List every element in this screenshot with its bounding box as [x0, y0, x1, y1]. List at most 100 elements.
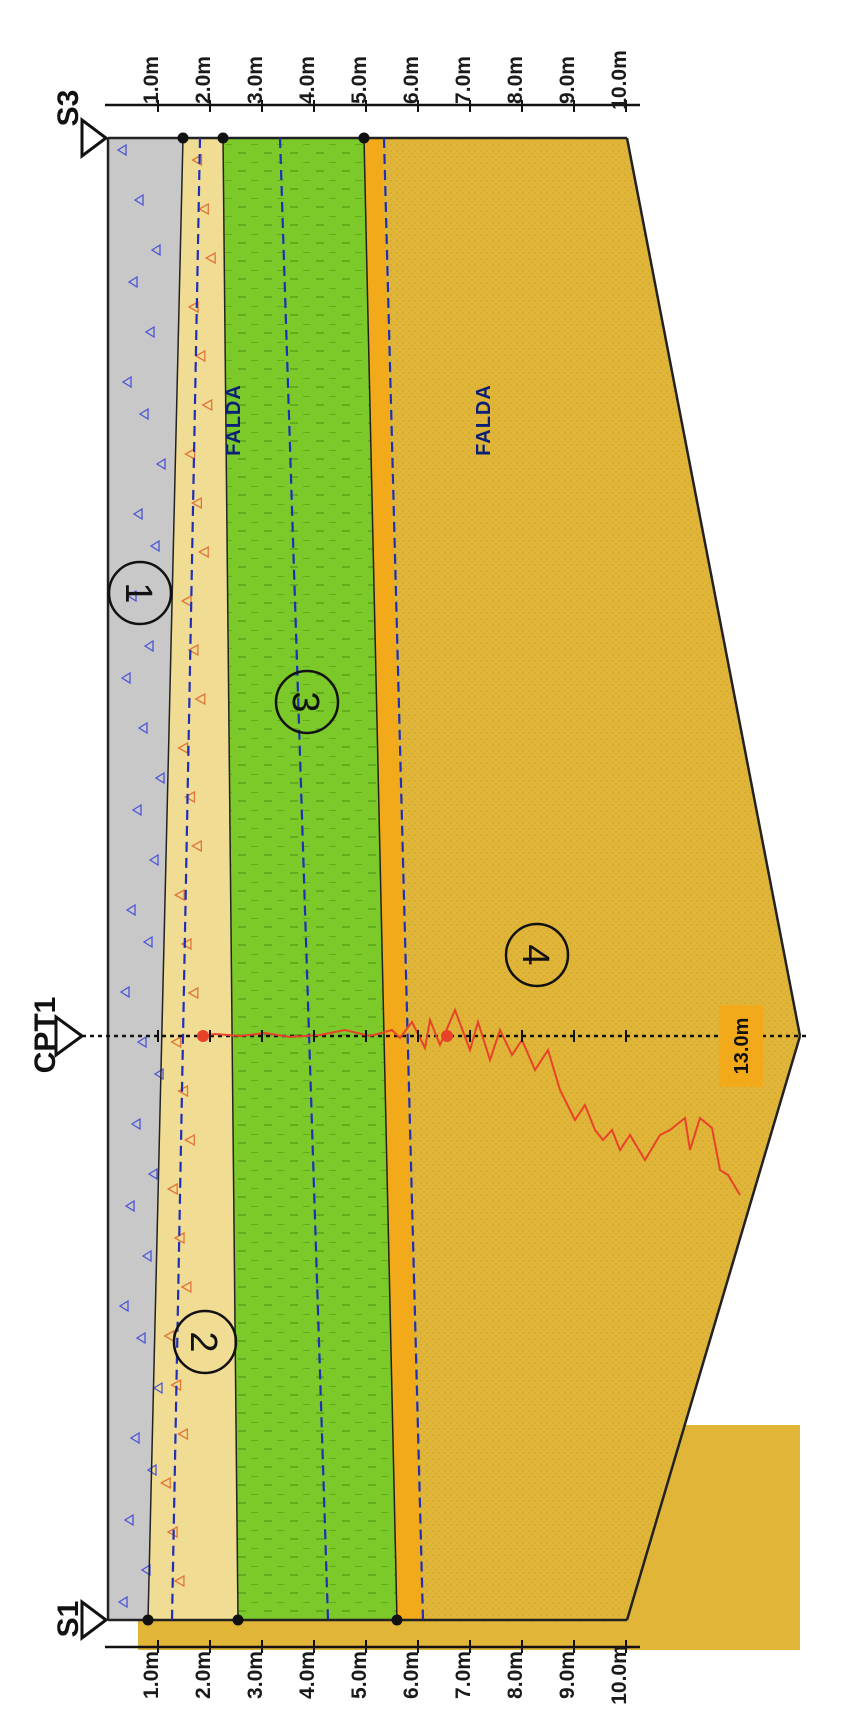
- clay-symbol: [197, 545, 209, 559]
- s3-tick-3: 3.0m: [244, 56, 267, 104]
- s1-tick-5: 5.0m: [348, 1651, 371, 1699]
- boundary-dot: [217, 132, 229, 144]
- gravel-symbol: [150, 243, 161, 257]
- gravel-symbol: [126, 589, 137, 603]
- water-line: [170, 137, 202, 1621]
- boundary-line: [222, 137, 239, 1621]
- borehole-s3-marker: [80, 117, 109, 159]
- gravel-symbol: [141, 1249, 152, 1263]
- clay-symbol: [173, 888, 185, 902]
- gravel-symbol: [116, 143, 127, 157]
- s3-tick-2: 2.0m: [192, 56, 215, 104]
- borehole-s3: S3: [52, 90, 109, 159]
- gravel-symbol: [152, 1381, 163, 1395]
- cpt-depth-value: 13.0m: [731, 1018, 753, 1075]
- s3-tick-4: 4.0m: [296, 56, 319, 104]
- s1-tick-10: 10.0m: [608, 1645, 631, 1705]
- gravel-symbol: [140, 1563, 151, 1577]
- gravel-symbol: [137, 721, 148, 735]
- clay-symbol: [177, 1427, 189, 1441]
- gravel-symbol: [155, 457, 166, 471]
- clay-symbol: [159, 1476, 171, 1490]
- clay-symbol: [166, 1182, 178, 1196]
- gravel-symbol: [118, 1299, 129, 1313]
- borehole-s1-marker: [80, 1599, 109, 1641]
- gravel-symbol: [123, 1513, 134, 1527]
- layer-1-marker: 1: [107, 560, 173, 626]
- boundary-dot: [232, 1614, 244, 1626]
- layer-symbols: [116, 143, 216, 1609]
- boundary-line: [363, 137, 398, 1621]
- gravel-symbol: [153, 1067, 164, 1081]
- clay-symbol: [187, 300, 199, 314]
- depth-axis-s1: 1.0m 2.0m 3.0m 4.0m 5.0m 6.0m 7.0m 8.0m …: [140, 1645, 631, 1705]
- layer-1-number: 1: [117, 582, 159, 603]
- gravel-symbol: [127, 275, 138, 289]
- clay-symbol: [183, 1133, 195, 1147]
- s3-tick-9: 9.0m: [556, 56, 579, 104]
- borehole-s3-label: S3: [52, 90, 85, 127]
- gravel-symbol: [121, 375, 132, 389]
- gravel-symbol: [136, 1035, 147, 1049]
- gravel-symbol: [149, 539, 160, 553]
- gravel-symbol: [125, 903, 136, 917]
- gravel-symbol: [147, 1167, 158, 1181]
- water-table-label-lower: FALDA: [473, 384, 495, 456]
- clay-symbol: [197, 202, 209, 216]
- gravel-symbol: [124, 1199, 135, 1213]
- sand-band: [364, 138, 422, 1620]
- s1-tick-9: 9.0m: [556, 1651, 579, 1699]
- boundary-dot: [358, 132, 370, 144]
- layer-3-number: 3: [284, 691, 326, 712]
- borehole-s1-label: S1: [52, 1601, 85, 1638]
- water-line: [278, 137, 330, 1621]
- gravel-symbol: [119, 985, 130, 999]
- cpt-marker-dot: [441, 1030, 453, 1042]
- layer-3-texture: [223, 138, 397, 1620]
- clay-symbol: [180, 937, 192, 951]
- clay-symbol: [180, 1280, 192, 1294]
- water-line: [382, 137, 425, 1621]
- s1-tick-6: 6.0m: [400, 1651, 423, 1699]
- gravel-symbol: [148, 853, 159, 867]
- s3-tick-5: 5.0m: [348, 56, 371, 104]
- gravel-symbol: [143, 639, 154, 653]
- borehole-s1: S1: [52, 1599, 109, 1641]
- gravel-symbol: [144, 325, 155, 339]
- boundary-dot: [177, 132, 189, 144]
- s1-tick-3: 3.0m: [244, 1651, 267, 1699]
- clay-symbol: [180, 594, 192, 608]
- clay-symbol: [187, 643, 199, 657]
- gravel-symbol: [132, 507, 143, 521]
- gravel-symbol: [120, 671, 131, 685]
- clay-symbol: [204, 251, 216, 265]
- gravel-symbol: [131, 803, 142, 817]
- gravel-symbol: [129, 1431, 140, 1445]
- boundary-dot: [142, 1614, 154, 1626]
- depth-axis-s3: 1.0m 2.0m 3.0m 4.0m 5.0m 6.0m 7.0m 8.0m …: [140, 50, 631, 110]
- layer-1-shape: [108, 138, 183, 1620]
- layer-4-texture: [380, 138, 800, 1620]
- s1-tick-8: 8.0m: [504, 1651, 527, 1699]
- s1-tick-2: 2.0m: [192, 1651, 215, 1699]
- borehole-cpt1: CPT1: [29, 997, 85, 1073]
- gravel-symbol: [117, 1595, 128, 1609]
- clay-symbol: [170, 1035, 182, 1049]
- layer-4-number: 4: [514, 944, 556, 965]
- s1-tick-7: 7.0m: [452, 1651, 475, 1699]
- s3-tick-1: 1.0m: [140, 56, 163, 104]
- clay-symbol: [173, 1574, 185, 1588]
- water-table-lines: [170, 137, 425, 1621]
- layer-2-marker: 2: [172, 1309, 238, 1375]
- s1-tick-4: 4.0m: [296, 1651, 319, 1699]
- clay-symbol: [201, 398, 213, 412]
- depth-axes: [105, 100, 640, 1653]
- borehole-cpt1-marker: [54, 1014, 85, 1058]
- clay-symbol: [194, 349, 206, 363]
- base-line-lower: [625, 1035, 802, 1621]
- cpt-marker-dot: [197, 1030, 209, 1042]
- cpt-depth-tag: 13.0m: [719, 1005, 763, 1087]
- s3-tick-7: 7.0m: [452, 56, 475, 104]
- boundary-dot: [391, 1614, 403, 1626]
